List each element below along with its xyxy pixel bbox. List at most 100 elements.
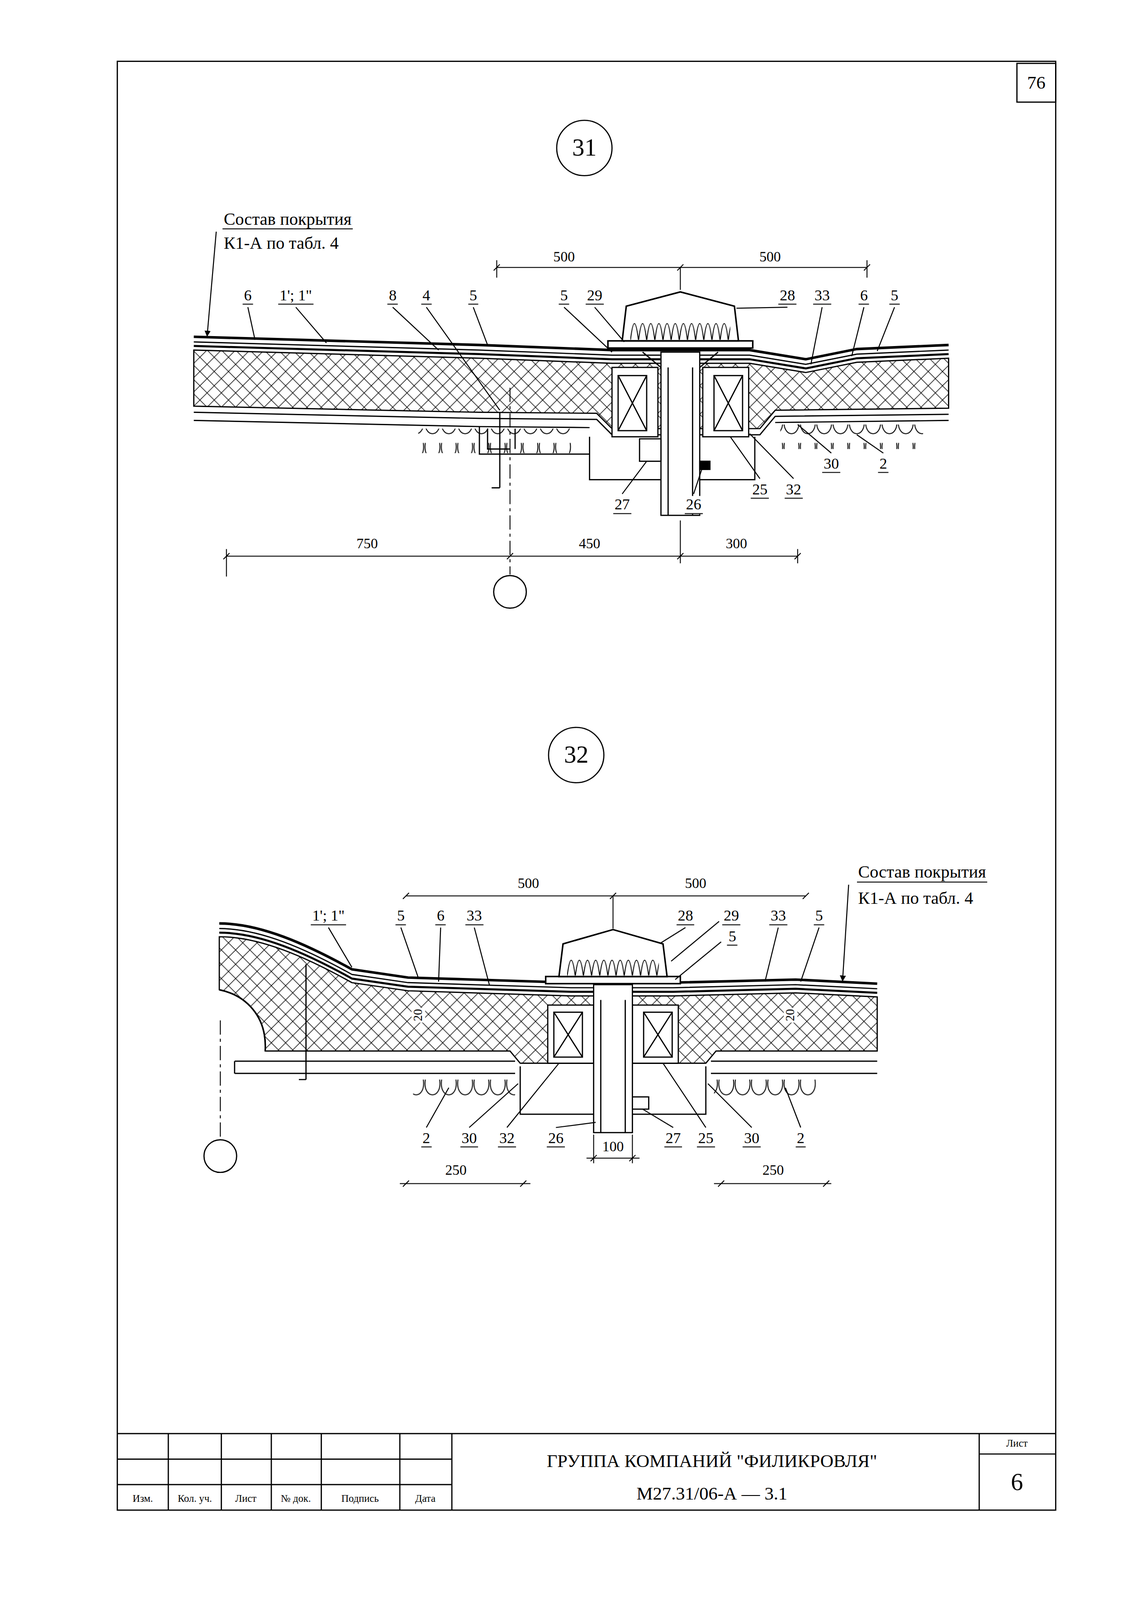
dome-ribs	[567, 946, 659, 976]
pipe-flange	[632, 1096, 649, 1109]
dimension-line	[402, 892, 810, 929]
circle-outline	[556, 120, 612, 176]
dimension: 250	[761, 1162, 786, 1179]
title-block-cell: Кол. уч.	[176, 1492, 214, 1505]
callout-number: 2	[421, 1129, 432, 1147]
dimension-line	[586, 1134, 640, 1163]
leader-line	[295, 307, 327, 343]
frame-border	[117, 61, 1056, 1511]
leader-line	[555, 1122, 596, 1127]
callout-number: 29	[585, 286, 604, 305]
callout-number: 5	[727, 927, 738, 946]
axis-line	[509, 387, 511, 575]
callout-number: 28	[676, 907, 695, 925]
callout-number: 27	[664, 1129, 683, 1147]
title-block-cell: Изм.	[131, 1492, 155, 1505]
leader-line	[797, 424, 832, 453]
title-block-cell: № док.	[279, 1492, 313, 1505]
leader-line	[392, 307, 439, 351]
leader-line	[675, 941, 721, 980]
detail-marker-circle: 32	[547, 726, 605, 784]
leader-line	[693, 469, 702, 494]
circle-outline	[548, 727, 604, 783]
callout-number: 6	[858, 286, 870, 305]
membrane-layer	[219, 932, 878, 993]
detail-number: 32	[563, 741, 589, 769]
note-text: К1-А по табл. 4	[222, 233, 341, 253]
title-block-grid	[117, 1433, 1056, 1510]
heating-block	[618, 375, 647, 431]
leader-line	[426, 307, 500, 411]
leader-line	[247, 307, 256, 340]
dimension: 500	[757, 249, 782, 266]
pipe-bolt	[699, 461, 711, 470]
detail-31-section	[194, 260, 949, 608]
page-number-box	[1017, 63, 1056, 103]
callout-number: 25	[750, 480, 769, 499]
dome-ribs	[630, 309, 731, 341]
drain-funnel	[642, 351, 719, 516]
dimension: 20	[783, 1007, 798, 1023]
sheet-frame	[117, 61, 1056, 1511]
callout-number: 6	[435, 907, 446, 925]
deck-sheet	[194, 420, 590, 428]
dimension: 500	[516, 875, 541, 892]
dimension: 300	[724, 535, 749, 552]
leader-line	[207, 231, 217, 337]
leader-line	[642, 1108, 674, 1128]
leader-line	[877, 307, 895, 351]
dimension-line	[223, 520, 801, 577]
callout-number: 2	[878, 455, 889, 474]
sheet-number: 6	[1009, 1468, 1025, 1496]
callout-number: 30	[822, 455, 841, 474]
membrane-layer	[194, 345, 949, 369]
detail-number: 31	[572, 134, 597, 162]
drain-funnel	[600, 999, 625, 1133]
callout-number: 27	[613, 496, 632, 514]
detail-32-section	[203, 892, 878, 1187]
fastener	[298, 964, 307, 1080]
corrugated-deck	[714, 1074, 817, 1098]
insulation-layer	[219, 936, 878, 1064]
drain-collar	[547, 1004, 594, 1064]
title-block-cell: Подпись	[340, 1492, 381, 1505]
title-block-cell: Лист	[233, 1492, 258, 1505]
callout-number: 8	[387, 286, 398, 305]
heating-block	[643, 1012, 673, 1057]
heating-block	[643, 1012, 673, 1057]
curb-edge	[219, 989, 266, 1051]
axis-circle	[203, 1139, 237, 1173]
leader-line	[469, 1083, 519, 1128]
leaf-guard-dome	[558, 929, 668, 977]
heating-block	[714, 375, 743, 431]
dimension: 750	[355, 535, 379, 552]
leader-line	[506, 1062, 559, 1127]
heating-block	[618, 375, 647, 431]
callout-number: 28	[778, 286, 797, 305]
leader-line	[800, 927, 820, 982]
dimension-line	[399, 1180, 832, 1187]
leader-line	[707, 1083, 752, 1128]
dimension: 20	[411, 1007, 426, 1023]
callout-number: 32	[497, 1129, 517, 1147]
drain-collar	[632, 1004, 678, 1064]
leader-line	[662, 1062, 706, 1127]
leader-line	[730, 436, 760, 479]
leader-lines	[207, 231, 895, 1127]
callout-number: 29	[722, 907, 741, 925]
dimension: 250	[444, 1162, 469, 1179]
membrane-layer	[194, 341, 949, 365]
dimension: 500	[552, 249, 577, 266]
leader-line	[563, 307, 612, 352]
leader-line	[785, 1087, 801, 1128]
leader-line	[736, 307, 788, 308]
leader-line	[594, 307, 625, 342]
drain-collar	[702, 367, 749, 437]
leader-line	[438, 927, 441, 982]
callout-number: 5	[395, 907, 407, 925]
leader-line	[400, 927, 418, 978]
callout-number: 5	[558, 286, 570, 305]
note-text: К1-А по табл. 4	[856, 888, 975, 908]
callout-number: 1'; 1"	[278, 286, 314, 305]
